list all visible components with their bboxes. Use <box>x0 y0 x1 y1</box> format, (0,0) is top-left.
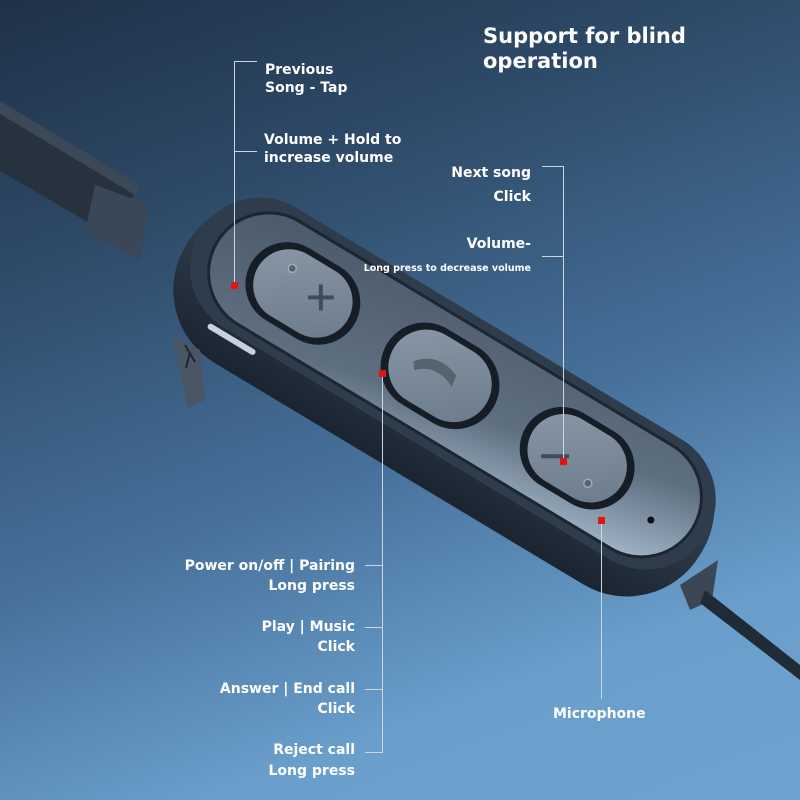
callout-volume-down-gesture: Long press to decrease volume <box>363 263 531 274</box>
phone-handset-icon <box>413 358 457 387</box>
callout-play-music: Play | Music Click <box>261 619 355 655</box>
charging-port <box>207 323 256 355</box>
leader-tick <box>234 61 257 62</box>
usb-icon <box>172 335 205 408</box>
callout-next-song-gesture: Click <box>493 189 531 205</box>
callout-volume-down: Volume- <box>466 236 531 252</box>
marker-volume-up <box>231 282 238 289</box>
leader-tick <box>234 151 257 152</box>
volume-up-button[interactable] <box>230 227 376 361</box>
volume-down-button[interactable] <box>504 391 650 525</box>
leader-tick <box>365 689 382 690</box>
leader-line-multifunction <box>382 377 383 753</box>
marker-volume-down <box>560 458 567 465</box>
indicator-led <box>583 478 593 489</box>
leader-line-volume-up <box>234 61 235 285</box>
multifunction-button[interactable] <box>364 306 516 445</box>
leader-tick <box>365 752 382 753</box>
marker-multifunction <box>379 370 386 377</box>
leader-line-volume-down <box>563 166 564 462</box>
leader-tick <box>365 565 382 566</box>
leader-tick <box>542 166 564 167</box>
minus-icon <box>541 454 570 459</box>
marker-microphone <box>598 517 605 524</box>
page-title: Support for blind operation <box>483 24 686 74</box>
callout-answer-end-call: Answer | End call Click <box>219 681 355 717</box>
callout-volume-up: Volume + Hold to increase volume <box>264 132 402 166</box>
callout-next-song: Next song <box>451 165 531 181</box>
leader-line-microphone <box>601 524 602 699</box>
microphone-hole-icon <box>647 516 655 524</box>
indicator-led <box>287 263 298 274</box>
leader-tick <box>365 627 382 628</box>
callout-previous-song: Previous Song - Tap <box>265 62 348 96</box>
callout-microphone: Microphone <box>553 706 646 722</box>
plus-icon <box>307 284 334 311</box>
callout-reject-call: Reject call Long press <box>268 742 356 779</box>
callout-power-pairing: Power on/off | Pairing Long press <box>184 558 355 594</box>
remote-body <box>173 197 716 597</box>
upper-cable <box>0 101 150 260</box>
leader-tick <box>542 256 564 257</box>
lower-cable <box>680 560 800 680</box>
